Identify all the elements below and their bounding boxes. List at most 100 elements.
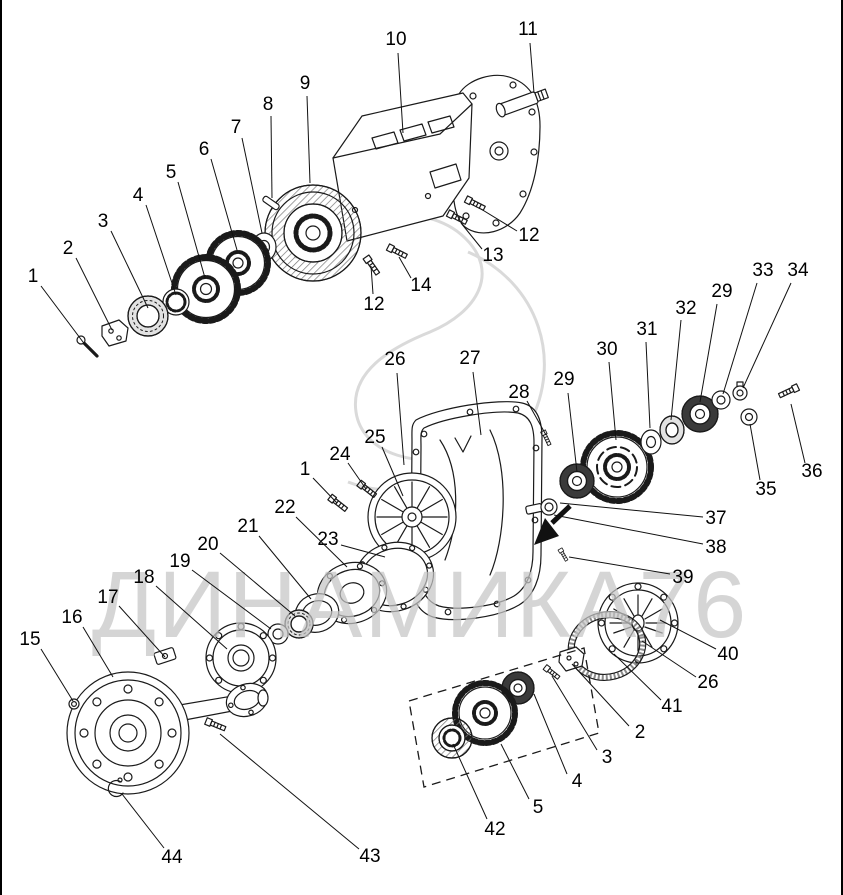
main-flange-16 xyxy=(66,671,190,795)
ring-19 xyxy=(267,623,289,645)
leader-line-8 xyxy=(270,115,273,199)
leader-line-42 xyxy=(452,743,488,820)
top-assembly xyxy=(76,74,549,358)
leader-line-31 xyxy=(645,341,651,429)
part-number-3: 3 xyxy=(602,747,613,768)
part-number-13: 13 xyxy=(482,245,503,266)
leader-line-9 xyxy=(306,95,311,184)
bolt-3-lower xyxy=(542,664,562,681)
lock-washer-34 xyxy=(732,381,748,401)
leader-line-22 xyxy=(295,516,348,568)
leader-line-26 xyxy=(641,640,697,678)
splined-bushing-42 xyxy=(431,717,473,759)
leader-line-15 xyxy=(40,648,74,702)
part-number-15: 15 xyxy=(19,629,40,650)
part-number-22: 22 xyxy=(274,497,295,518)
part-number-14: 14 xyxy=(410,275,432,296)
part-number-34: 34 xyxy=(787,260,809,281)
right-border xyxy=(841,0,843,895)
leader-line-14 xyxy=(398,256,412,279)
part-number-8: 8 xyxy=(263,94,274,115)
dashed-group-box xyxy=(408,647,600,788)
part-number-30: 30 xyxy=(596,339,617,360)
part-number-2: 2 xyxy=(635,722,646,743)
leader-line-3 xyxy=(551,675,598,751)
leader-line-4 xyxy=(145,204,177,296)
part-number-41: 41 xyxy=(661,696,682,717)
part-number-38: 38 xyxy=(705,537,726,558)
leader-line-13 xyxy=(460,222,483,250)
bolt-36 xyxy=(777,383,801,400)
part-number-9: 9 xyxy=(300,73,311,94)
bolt-1 xyxy=(76,335,99,358)
part-number-17: 17 xyxy=(97,587,118,608)
part-number-23: 23 xyxy=(317,529,338,550)
shaft-end-37-38 xyxy=(525,498,558,516)
part-number-1: 1 xyxy=(300,459,311,480)
washer-35 xyxy=(740,408,758,426)
lock-plate-2 xyxy=(101,319,129,347)
part-number-1: 1 xyxy=(28,266,39,287)
part-number-40: 40 xyxy=(717,644,738,665)
part-number-5: 5 xyxy=(166,162,177,183)
bearing-3 xyxy=(127,295,169,337)
part-number-31: 31 xyxy=(636,319,657,340)
part-number-20: 20 xyxy=(197,534,218,555)
part-number-4: 4 xyxy=(133,185,144,206)
leader-line-36 xyxy=(790,403,806,464)
part-number-28: 28 xyxy=(508,382,529,403)
drive-drum xyxy=(264,184,362,282)
direction-arrow xyxy=(534,504,572,545)
part-number-5: 5 xyxy=(533,797,544,818)
part-number-42: 42 xyxy=(484,819,505,840)
part-number-18: 18 xyxy=(133,567,154,588)
left-border xyxy=(0,0,2,895)
leader-line-5 xyxy=(500,743,530,800)
washer-33 xyxy=(711,390,731,410)
bolt-12-upper xyxy=(463,195,487,213)
leader-line-6 xyxy=(210,158,238,251)
circlip-44 xyxy=(107,777,124,798)
output-shaft xyxy=(495,88,549,118)
part-number-21: 21 xyxy=(237,516,258,537)
leader-line-30 xyxy=(608,361,617,441)
gear-30 xyxy=(580,430,654,504)
leader-line-10 xyxy=(397,52,404,134)
part-number-19: 19 xyxy=(169,551,190,572)
leader-line-44 xyxy=(121,793,165,849)
part-number-4: 4 xyxy=(572,771,583,792)
leader-line-12 xyxy=(370,265,374,295)
leader-line-29 xyxy=(567,392,578,473)
leader-line-40 xyxy=(659,619,717,650)
part-number-10: 10 xyxy=(385,29,406,50)
plate-17 xyxy=(153,647,177,665)
part-number-32: 32 xyxy=(675,298,696,319)
bearing-29-upper xyxy=(681,395,719,433)
part-number-35: 35 xyxy=(755,479,776,500)
leader-line-2 xyxy=(75,257,113,331)
leader-line-17 xyxy=(118,605,166,658)
leader-line-35 xyxy=(749,423,761,481)
part-number-39: 39 xyxy=(672,567,693,588)
part-number-37: 37 xyxy=(705,508,726,529)
part-number-26: 26 xyxy=(697,672,718,693)
leader-line-41 xyxy=(613,653,662,701)
right-assembly xyxy=(408,381,801,788)
ring-32 xyxy=(659,415,685,445)
leader-line-34 xyxy=(742,282,792,389)
leader-line-32 xyxy=(670,319,682,421)
leader-line-29 xyxy=(699,303,718,403)
leader-line-16 xyxy=(82,626,114,678)
leader-line-7 xyxy=(241,137,263,234)
part-number-33: 33 xyxy=(752,260,773,281)
bolt-43 xyxy=(204,717,227,733)
part-number-16: 16 xyxy=(61,607,82,628)
leader-line-26 xyxy=(396,372,405,466)
leader-line-37 xyxy=(559,502,704,518)
ring-31 xyxy=(640,429,662,455)
leader-line-43 xyxy=(219,733,360,850)
lock-plate-2-lower xyxy=(558,646,585,672)
part-number-26: 26 xyxy=(384,349,405,370)
leader-line-25 xyxy=(381,446,404,497)
